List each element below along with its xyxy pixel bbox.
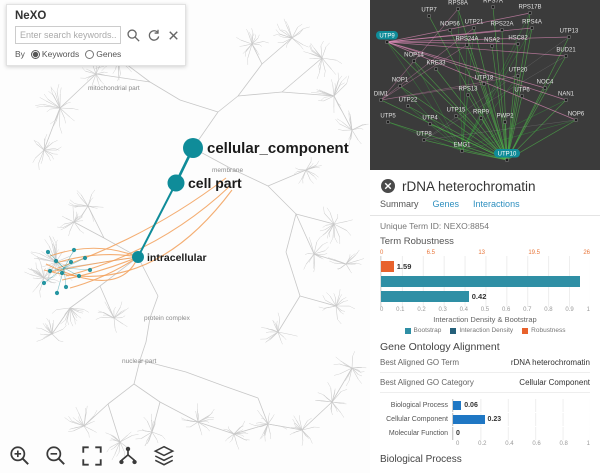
network-gene-label[interactable]: NOP1: [392, 78, 409, 84]
refresh-icon[interactable]: [146, 28, 161, 43]
network-gene-label[interactable]: UTP13: [560, 29, 579, 35]
network-gene-label[interactable]: NAN1: [558, 92, 575, 98]
robustness-legend: Bootstrap Interaction Density Robustness: [380, 327, 590, 334]
network-gene-label[interactable]: NOP56: [440, 22, 460, 28]
network-gene-label[interactable]: UTP18: [475, 76, 494, 82]
network-gene-label[interactable]: KRE33: [426, 61, 446, 67]
network-gene-label[interactable]: EMG1: [453, 143, 471, 149]
layers-button[interactable]: [152, 444, 176, 468]
network-gene-label[interactable]: RPS17B: [518, 5, 541, 11]
interaction-network-pane[interactable]: UTP9 UTP7 RPS8A RPS7A RPS17B NOP56 UTP21 RPS22A…: [370, 0, 600, 170]
fit-to-screen-button[interactable]: [80, 444, 104, 468]
tab-interactions[interactable]: Interactions: [473, 199, 520, 209]
go-alignment-title: Gene Ontology Alignment: [380, 341, 500, 353]
search-by-label: By: [15, 49, 25, 59]
network-gene-label[interactable]: UTP10: [498, 152, 517, 158]
interaction-network-canvas[interactable]: UTP9 UTP7 RPS8A RPS7A RPS17B NOP56 UTP21 RPS22A…: [370, 0, 600, 170]
search-panel: NeXO By Keyw: [6, 4, 186, 66]
tree-minor-label: mitochondrial part: [88, 85, 140, 92]
tab-summary[interactable]: Summary: [380, 199, 419, 209]
robustness-bars: 1.59 0.42: [380, 256, 590, 307]
network-gene-label[interactable]: NOP6: [568, 112, 585, 118]
tree-minor-label: nuclear part: [122, 358, 157, 365]
network-gene-label[interactable]: NSA2: [484, 38, 500, 44]
network-gene-label[interactable]: RPS22A: [490, 22, 513, 28]
network-gene-label[interactable]: NOC4: [537, 80, 554, 86]
network-gene-label[interactable]: UTP20: [509, 68, 528, 74]
clear-icon[interactable]: [166, 28, 181, 43]
legend-robustness: Robustness: [522, 327, 566, 334]
robustness-bar-interaction-density: 0.42: [381, 290, 590, 303]
zoom-out-button[interactable]: [44, 444, 68, 468]
tree-node-label[interactable]: cell part: [188, 175, 242, 191]
network-gene-label[interactable]: PWP2: [496, 114, 514, 120]
term-details-pane: rDNA heterochromatin Summary Genes Inter…: [370, 170, 600, 473]
network-gene-label[interactable]: RPS7A: [483, 0, 503, 5]
tree-minor-label: membrane: [212, 167, 243, 174]
radio-keywords[interactable]: [30, 49, 40, 59]
network-gene-label[interactable]: UTP8: [416, 132, 432, 138]
unique-term-id: Unique Term ID: NEXO:8854: [380, 221, 490, 231]
network-gene-label[interactable]: UTP15: [447, 108, 466, 114]
network-gene-label[interactable]: HSC82: [508, 36, 528, 42]
tree-node-cellular-component[interactable]: [183, 138, 203, 158]
search-icon[interactable]: [126, 28, 141, 43]
zoom-in-button[interactable]: [8, 444, 32, 468]
network-gene-label[interactable]: BUD21: [556, 48, 576, 54]
tree-node-cell-part[interactable]: [167, 174, 185, 192]
network-gene-label[interactable]: RRP9: [473, 110, 490, 116]
tab-genes[interactable]: Genes: [432, 199, 460, 209]
network-gene-label[interactable]: NOP14: [404, 53, 424, 59]
radio-keywords-label: Keywords: [41, 49, 80, 59]
radio-genes-label: Genes: [96, 49, 122, 59]
tree-node-intracellular[interactable]: [132, 251, 144, 263]
radio-genes[interactable]: [85, 49, 95, 59]
robustness-bar-robustness: 1.59: [381, 260, 590, 273]
search-input[interactable]: [15, 26, 121, 44]
robustness-bar-bootstrap: [381, 275, 590, 288]
network-gene-label[interactable]: RPS4A: [522, 20, 542, 26]
network-gene-label[interactable]: UTP7: [421, 8, 437, 14]
robustness-axis-label: Interaction Density & Bootstrap: [433, 315, 537, 324]
biological-process-title: Biological Process: [380, 454, 462, 465]
tree-minor-label: protein complex: [144, 315, 191, 322]
tree-node-label[interactable]: cellular_component: [207, 140, 349, 157]
tree-node-label[interactable]: intracellular: [147, 252, 207, 264]
network-gene-label[interactable]: RPS13: [458, 87, 478, 93]
network-gene-label[interactable]: DIM1: [374, 92, 389, 98]
network-gene-label[interactable]: UTP6: [514, 88, 530, 94]
network-gene-label[interactable]: RPS24A: [455, 37, 478, 43]
network-gene-label[interactable]: RPS8A: [448, 1, 468, 7]
zoom-toolbar: [8, 444, 176, 468]
details-tabs: Summary Genes Interactions: [370, 199, 600, 216]
network-gene-label[interactable]: UTP5: [380, 114, 396, 120]
robustness-title: Term Robustness: [380, 236, 454, 247]
term-title: rDNA heterochromatin: [402, 178, 536, 194]
hierarchy-button[interactable]: [116, 444, 140, 468]
legend-interaction-density: Interaction Density: [450, 327, 513, 334]
legend-bootstrap: Bootstrap: [404, 327, 441, 334]
network-gene-label[interactable]: UTP22: [399, 98, 418, 104]
app-title: NeXO: [15, 10, 47, 22]
network-gene-label[interactable]: UTP9: [379, 34, 395, 40]
network-gene-label[interactable]: UTP21: [465, 20, 484, 26]
close-icon[interactable]: [380, 178, 396, 194]
network-gene-label[interactable]: UTP4: [422, 116, 438, 122]
